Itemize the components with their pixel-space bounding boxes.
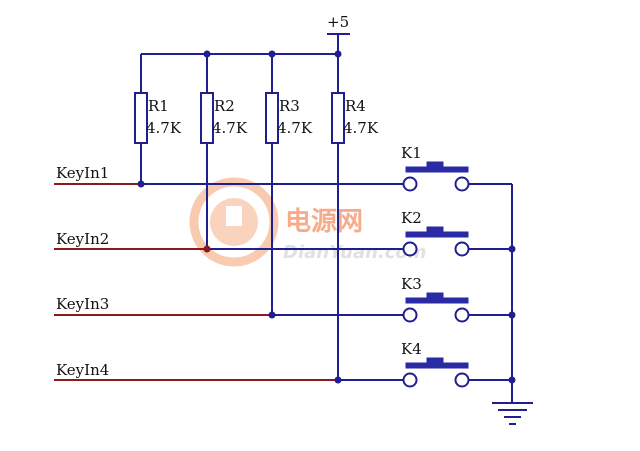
junction — [203, 245, 211, 253]
resistor-value: 4.7K — [146, 119, 182, 137]
switch-k3: K3 — [401, 275, 512, 323]
row-keyin4: KeyIn4 — [54, 361, 403, 384]
watermark: 电源网 DianYuan.com — [189, 177, 427, 267]
resistor-name: R4 — [345, 97, 366, 115]
watermark-cn: 电源网 — [285, 207, 363, 237]
keyin-label: KeyIn3 — [56, 295, 109, 313]
resistor-value: 4.7K — [277, 119, 313, 137]
watermark-en: DianYuan.com — [283, 242, 427, 263]
power-label: +5 — [327, 13, 349, 31]
resistor-value: 4.7K — [343, 119, 379, 137]
keyin-label: KeyIn2 — [56, 230, 109, 248]
resistor-r4: R4 4.7K — [331, 92, 379, 144]
power-supply: +5 — [327, 13, 350, 54]
switch-label: K1 — [401, 144, 422, 162]
junction — [137, 180, 145, 188]
junction — [268, 311, 276, 319]
junction — [508, 311, 516, 319]
resistor-r3: R3 4.7K — [265, 92, 313, 144]
keyin-label: KeyIn1 — [56, 164, 109, 182]
resistor-body — [134, 92, 148, 144]
switch-label: K3 — [401, 275, 422, 293]
resistor-name: R1 — [148, 97, 169, 115]
resistor-value: 4.7K — [212, 119, 248, 137]
ground-icon — [492, 402, 533, 425]
row-keyin3: KeyIn3 — [54, 295, 403, 319]
watermark-logo-ring — [189, 177, 279, 267]
resistor-body — [331, 92, 345, 144]
junction — [508, 376, 516, 384]
junction — [508, 245, 516, 253]
resistor-r1: R1 4.7K — [134, 92, 182, 144]
resistor-name: R3 — [279, 97, 300, 115]
junction — [334, 376, 342, 384]
switch-label: K4 — [401, 340, 422, 358]
plug-icon — [226, 206, 242, 226]
resistor-name: R2 — [214, 97, 235, 115]
resistor-r2: R2 4.7K — [200, 92, 248, 144]
keyin-label: KeyIn4 — [56, 361, 109, 379]
switch-k4: K4 — [401, 340, 512, 388]
row-keyin1: KeyIn1 — [54, 164, 403, 188]
resistor-body — [200, 92, 214, 144]
switch-k1: K1 — [401, 144, 512, 192]
resistor-body — [265, 92, 279, 144]
row-keyin2: KeyIn2 — [54, 230, 403, 253]
switch-k2: K2 — [401, 209, 512, 257]
switch-label: K2 — [401, 209, 422, 227]
